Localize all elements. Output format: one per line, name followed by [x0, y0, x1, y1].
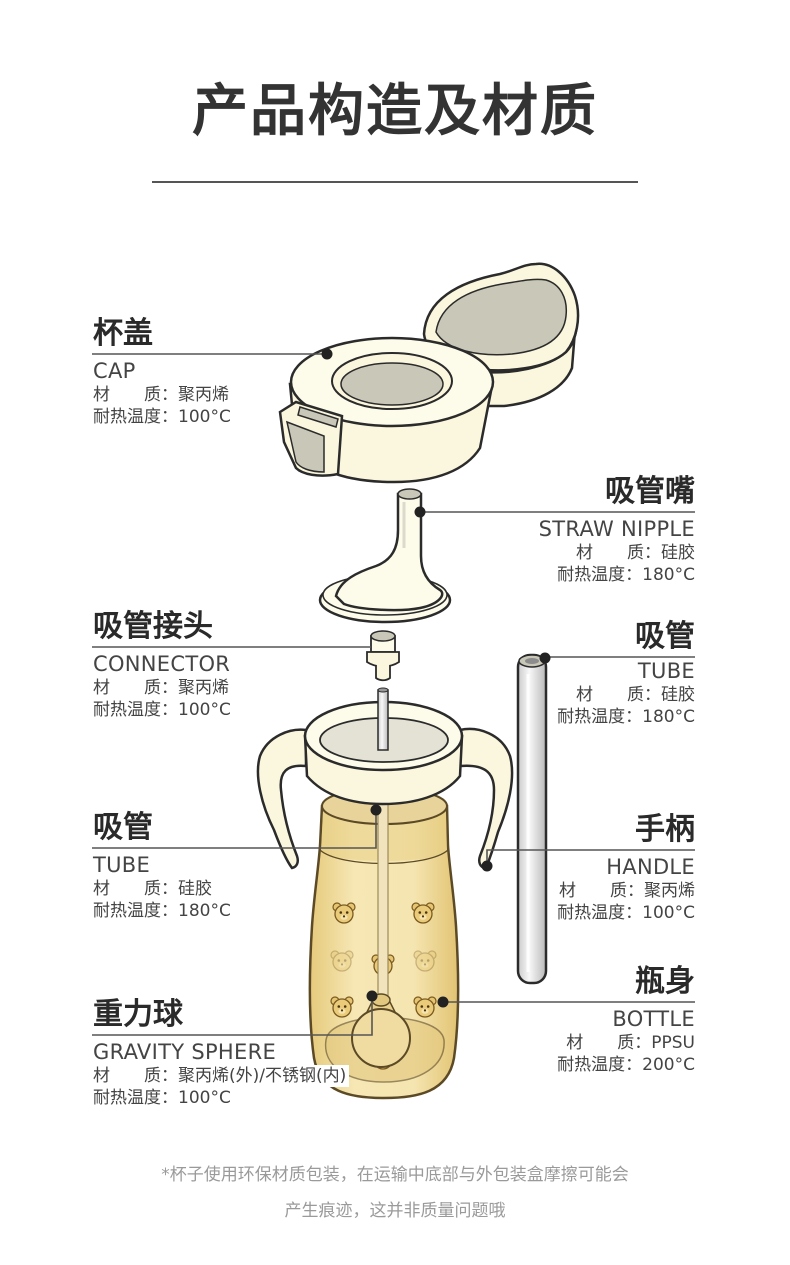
nipple-tip: [397, 488, 422, 500]
part-material: 材 质：PPSU: [566, 1033, 695, 1053]
footnote-line-1: *杯子使用环保材质包装，在运输中底部与外包装盒摩擦可能会: [161, 1165, 629, 1185]
label-cap: 杯盖 CAP 材 质：聚丙烯 耐热温度：100°C: [93, 316, 231, 428]
part-name-en: TUBE: [637, 659, 695, 683]
part-material: 材 质：硅胶: [576, 543, 695, 563]
straw-top: [377, 689, 389, 751]
part-heat-resistance: 耐热温度：100°C: [557, 903, 695, 923]
leader-dot-cap: [321, 348, 333, 360]
part-heat-resistance: 耐热温度：180°C: [557, 707, 695, 727]
cap-lid-inner: [435, 278, 568, 356]
title-divider: [152, 181, 638, 183]
cap-spout-slot: [297, 406, 339, 428]
cap-illustration: [278, 262, 580, 484]
gravity-sphere-ball: [351, 1008, 411, 1068]
inner-straw-illustration: [377, 799, 389, 997]
label-tube-right: 吸管 TUBE 材 质：硅胶 耐热温度：180°C: [557, 619, 695, 728]
connector-top: [370, 630, 396, 642]
part-name-en: HANDLE: [606, 855, 695, 879]
part-name-zh: 手柄: [635, 812, 695, 847]
part-name-en: GRAVITY SPHERE: [93, 1040, 277, 1064]
part-name-en: STRAW NIPPLE: [538, 517, 695, 541]
part-material: 材 质：聚丙烯(外)/不锈钢(内): [93, 1065, 350, 1087]
label-bottle: 瓶身 BOTTLE 材 质：PPSU 耐热温度：200°C: [557, 964, 695, 1076]
part-material: 材 质：硅胶: [576, 685, 695, 705]
part-name-en: CAP: [93, 359, 136, 383]
part-name-en: BOTTLE: [612, 1007, 695, 1031]
part-name-zh: 重力球: [93, 997, 183, 1032]
inner-straw: [377, 799, 389, 997]
part-material: 材 质：硅胶: [93, 879, 212, 899]
part-name-zh: 杯盖: [93, 316, 153, 351]
handle-right: [458, 727, 514, 870]
tube-top-hole: [525, 658, 539, 664]
nipple-dome: [334, 492, 444, 612]
label-straw-nipple: 吸管嘴 STRAW NIPPLE 材 质：硅胶 耐热温度：180°C: [539, 474, 695, 586]
label-connector: 吸管接头 CONNECTOR 材 质：聚丙烯 耐热温度：100°C: [93, 609, 231, 721]
connector-illustration: [366, 630, 400, 682]
leader-lines: [92, 353, 695, 1036]
part-material: 材 质：聚丙烯: [93, 678, 229, 698]
part-name-zh: 吸管接头: [93, 609, 213, 644]
straw-top-opening: [377, 687, 389, 693]
part-name-en: TUBE: [93, 853, 151, 877]
leader-dot-bottle: [437, 996, 449, 1008]
leader-dot-tube-left: [370, 804, 382, 816]
part-heat-resistance: 耐热温度：100°C: [93, 1087, 234, 1109]
part-heat-resistance: 耐热温度：100°C: [93, 407, 231, 427]
label-gravity-sphere: 重力球 GRAVITY SPHERE 材 质：聚丙烯(外)/不锈钢(内) 耐热温…: [93, 997, 350, 1109]
straw-nipple-illustration: [318, 488, 452, 624]
straw-top-illustration: [377, 687, 389, 751]
part-name-zh: 瓶身: [635, 964, 695, 999]
part-name-zh: 吸管: [635, 619, 695, 654]
part-name-zh: 吸管: [93, 810, 153, 845]
leader-dot-handle: [481, 860, 493, 872]
leader-dot-tube-right: [539, 652, 551, 664]
part-heat-resistance: 耐热温度：200°C: [557, 1055, 695, 1075]
leader-line-gravity-sphere: [92, 996, 373, 1036]
label-handle: 手柄 HANDLE 材 质：聚丙烯 耐热温度：100°C: [557, 812, 695, 924]
leader-dots: [321, 348, 551, 1008]
part-material: 材 质：聚丙烯: [559, 881, 695, 901]
part-heat-resistance: 耐热温度：180°C: [93, 901, 231, 921]
part-material: 材 质：聚丙烯: [93, 385, 229, 405]
cap-spout-face: [285, 420, 325, 473]
connector-flange: [366, 651, 400, 668]
connector-stem: [375, 665, 391, 682]
page-title: 产品构造及材质: [192, 79, 598, 144]
leader-dot-straw-nipple: [414, 506, 426, 518]
leader-line-tube-left: [92, 810, 377, 849]
footnote-line-2: 产生痕迹，这并非质量问题哦: [284, 1201, 506, 1221]
tube-illustration: [516, 653, 548, 985]
part-name-zh: 吸管嘴: [605, 474, 695, 509]
part-heat-resistance: 耐热温度：100°C: [93, 700, 231, 720]
handle-left: [256, 728, 308, 870]
tube-body: [516, 653, 548, 985]
cap-opening: [340, 362, 444, 406]
label-tube-left: 吸管 TUBE 材 质：硅胶 耐热温度：180°C: [93, 810, 231, 922]
part-heat-resistance: 耐热温度：180°C: [557, 565, 695, 585]
leader-dot-gravity-sphere: [366, 990, 378, 1002]
part-name-en: CONNECTOR: [93, 652, 231, 676]
